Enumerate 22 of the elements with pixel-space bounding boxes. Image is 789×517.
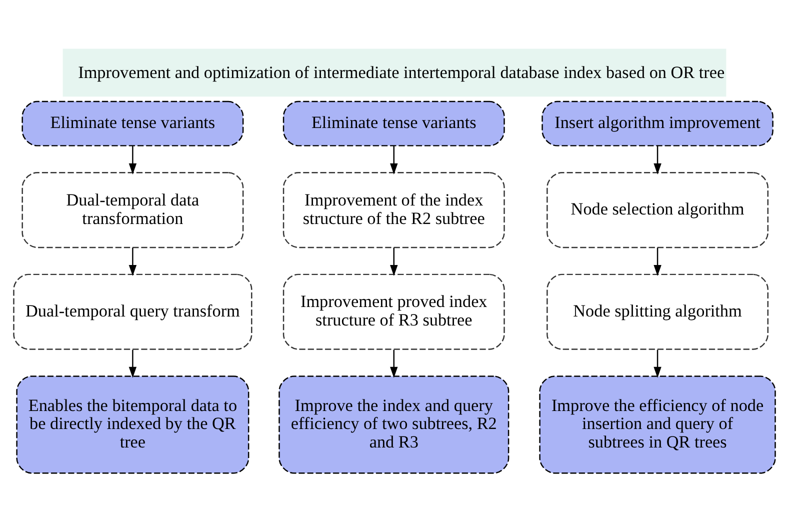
arrow (128, 146, 137, 174)
node-box: Enables the bitemporal data to be directly indexed by the QR tree (16, 376, 250, 474)
node-box: Improvement of the index structure of the R2 subtree (282, 172, 505, 248)
arrow (654, 248, 662, 276)
arrow (390, 350, 398, 378)
node-box: Improvement proved index structure of R3 subtree (282, 274, 505, 350)
node-box: Eliminate tense variants (282, 100, 505, 146)
node-box: Node splitting algorithm (546, 274, 768, 350)
diagram-title: Improvement and optimization of intermediate intertemporal database index based on OR tree (78, 62, 725, 82)
arrow (128, 248, 137, 276)
arrow (128, 350, 137, 378)
node-box: Node selection algorithm (546, 172, 768, 248)
arrow (654, 350, 662, 378)
node-box: Improve the efficiency of node insertion and query of subtrees in QR trees (539, 376, 776, 474)
arrow (390, 248, 398, 276)
arrow (390, 146, 398, 174)
node-box: Eliminate tense variants (22, 100, 244, 146)
node-box: Dual-temporal query transform (13, 274, 252, 350)
node-box: Insert algorithm improvement (542, 100, 774, 146)
node-box: Improve the index and query efficiency of two subtrees, R2 and R3 (278, 376, 510, 474)
arrow (654, 146, 662, 174)
node-box: Dual-temporal data transformation (22, 172, 244, 248)
